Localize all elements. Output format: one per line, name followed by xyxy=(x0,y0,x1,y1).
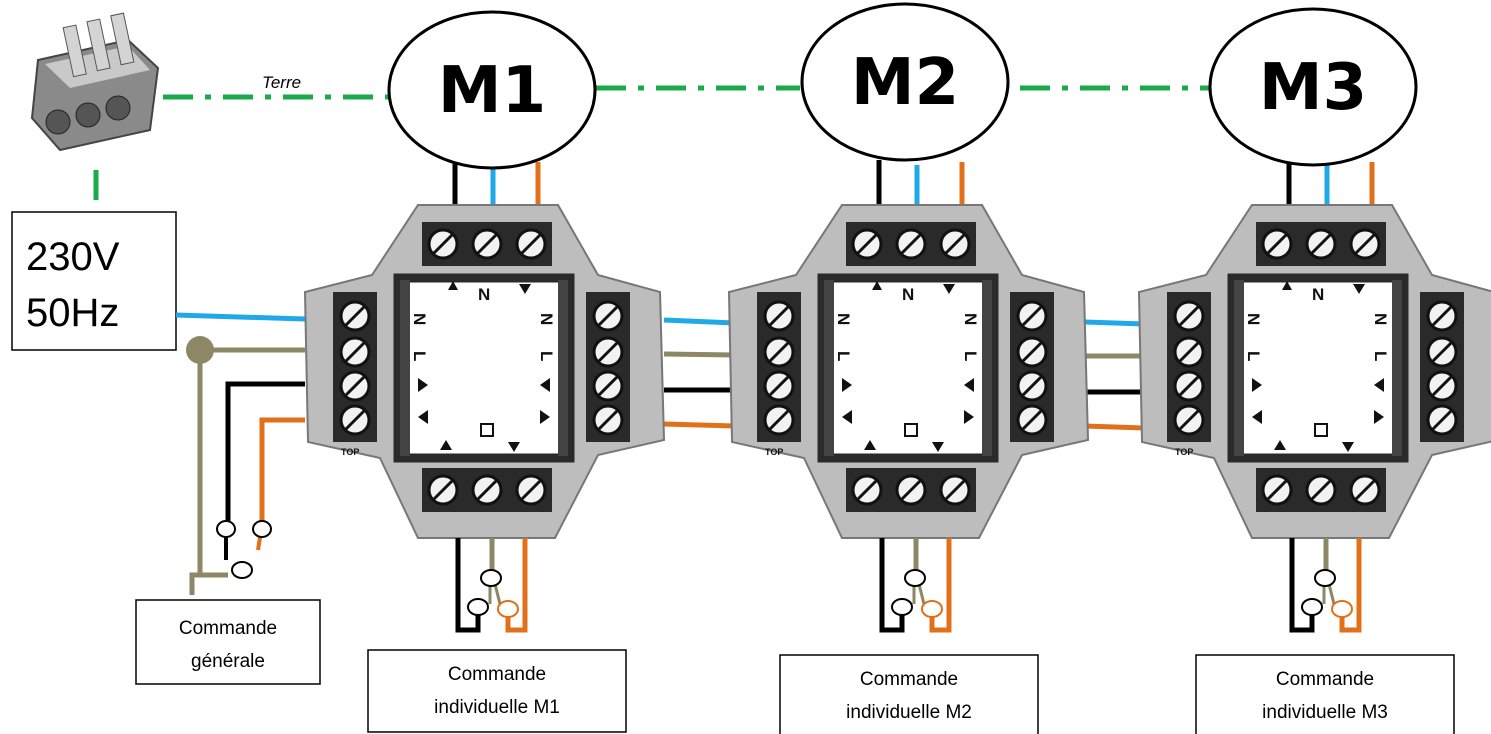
general-switch xyxy=(216,520,272,579)
command-line1: Commande xyxy=(448,664,546,685)
module-label-live-right: L xyxy=(961,351,980,361)
earth-wires xyxy=(93,85,1210,210)
module-label-neutral: N xyxy=(902,285,914,304)
arrow-up-icon xyxy=(440,440,452,450)
module-label-neutral-right: N xyxy=(537,313,556,325)
arrow-right-icon xyxy=(540,410,550,424)
arrow-right-icon xyxy=(418,378,428,392)
switch-contact-icon xyxy=(480,569,502,587)
module-label-live-left: L xyxy=(1244,351,1263,361)
link-wires-1-2 xyxy=(663,317,736,429)
arrow-left-icon xyxy=(540,378,550,392)
arrow-down-icon xyxy=(519,284,531,294)
motor-circle xyxy=(1208,7,1418,167)
module-label-live-right: L xyxy=(1371,351,1390,361)
arrow-left-icon xyxy=(1374,378,1384,392)
module-label-neutral-left: N xyxy=(1244,313,1263,325)
module-label-top: TOP xyxy=(765,447,783,457)
switch-contact-icon xyxy=(216,520,236,538)
arrow-down-icon xyxy=(932,442,944,452)
switch-contact-icon xyxy=(231,561,253,579)
module-label-top: TOP xyxy=(341,447,359,457)
arrow-down-icon xyxy=(943,284,955,294)
switch-contact-icon xyxy=(1314,569,1336,587)
module-label-live-left: L xyxy=(834,351,853,361)
command-wire-up xyxy=(1289,538,1315,633)
command-wire-up xyxy=(879,538,905,633)
module-label-neutral-left: N xyxy=(410,313,429,325)
command-line2: individuelle M1 xyxy=(434,697,560,718)
command-wire-down xyxy=(505,538,528,633)
arrow-left-icon xyxy=(964,378,974,392)
switch-contact-icon xyxy=(1331,600,1353,618)
command-line2: individuelle M3 xyxy=(1262,702,1388,723)
switch-symbol-icon xyxy=(904,423,918,437)
switch-contact-icon xyxy=(921,600,943,618)
power-supply-box xyxy=(11,211,177,351)
power-voltage: 230V xyxy=(26,235,120,279)
module-label-neutral: N xyxy=(478,285,490,304)
command-line2: individuelle M2 xyxy=(846,702,972,723)
arrow-right-icon xyxy=(1252,378,1262,392)
general-command-line2: générale xyxy=(191,651,265,672)
motor-label: M1 xyxy=(438,54,546,128)
command-wire-down xyxy=(929,538,952,633)
power-frequency: 50Hz xyxy=(26,291,119,335)
module-label-neutral-right: N xyxy=(961,313,980,325)
arrow-right-icon xyxy=(1374,410,1384,424)
earth-label: Terre xyxy=(262,73,301,92)
arrow-down-icon xyxy=(1342,442,1354,452)
arrow-down-icon xyxy=(1353,284,1365,294)
general-command-line1: Commande xyxy=(179,618,277,639)
arrow-up-icon xyxy=(872,281,882,290)
module-label-live-left: L xyxy=(410,351,429,361)
module-label-neutral-right: N xyxy=(1371,313,1390,325)
arrow-up-icon xyxy=(864,440,876,450)
command-box xyxy=(779,654,1039,734)
motor-circle xyxy=(387,10,597,170)
arrow-left-icon xyxy=(1252,410,1262,424)
motor-circle xyxy=(800,2,1010,162)
command-line1: Commande xyxy=(1276,669,1374,690)
switch-contact-icon xyxy=(1301,598,1323,616)
switch-contact-icon xyxy=(252,520,272,538)
motor-label: M3 xyxy=(1259,51,1367,125)
command-line1: Commande xyxy=(860,669,958,690)
module-label-top: TOP xyxy=(1175,447,1193,457)
arrow-down-icon xyxy=(508,442,520,452)
general-command-box xyxy=(135,599,321,685)
switch-symbol-icon xyxy=(1314,423,1328,437)
link-wires-2-3 xyxy=(1084,319,1146,431)
arrow-up-icon xyxy=(1282,281,1292,290)
arrow-right-icon xyxy=(842,378,852,392)
arrow-right-icon xyxy=(964,410,974,424)
arrow-up-icon xyxy=(1274,440,1286,450)
command-wire-down xyxy=(1339,538,1362,633)
command-box xyxy=(367,649,627,733)
switch-contact-icon xyxy=(891,598,913,616)
arrow-left-icon xyxy=(842,410,852,424)
motor-label: M2 xyxy=(851,46,959,120)
wago-connector-icon xyxy=(30,12,160,152)
junction-dot xyxy=(186,336,214,364)
command-box xyxy=(1195,654,1455,734)
switch-contact-icon xyxy=(467,598,489,616)
module-label-neutral-left: N xyxy=(834,313,853,325)
supply-wires xyxy=(175,312,306,595)
arrow-left-icon xyxy=(418,410,428,424)
command-wire-up xyxy=(455,538,481,633)
arrow-up-icon xyxy=(448,281,458,290)
switch-symbol-icon xyxy=(480,423,494,437)
module-label-neutral: N xyxy=(1312,285,1324,304)
switch-contact-icon xyxy=(904,569,926,587)
switch-contact-icon xyxy=(497,600,519,618)
module-label-live-right: L xyxy=(537,351,556,361)
